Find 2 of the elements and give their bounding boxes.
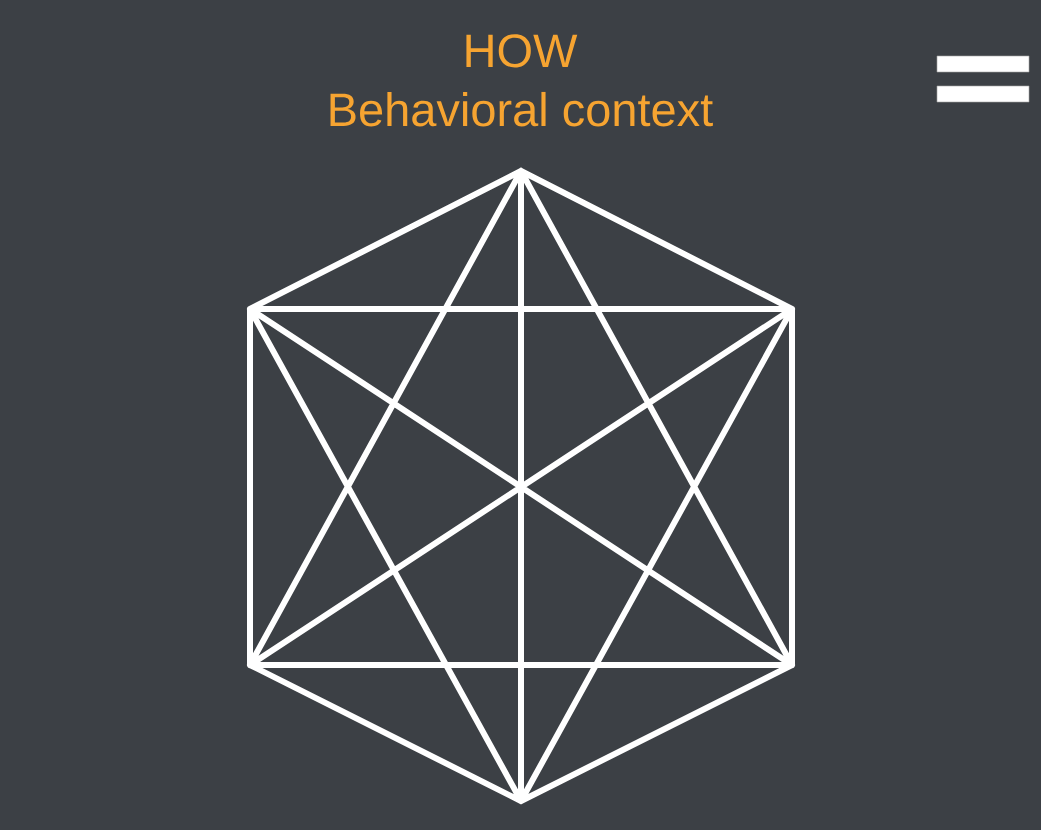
subtitle: Behavioral context (330, 91, 713, 127)
title: HOW (466, 34, 578, 68)
